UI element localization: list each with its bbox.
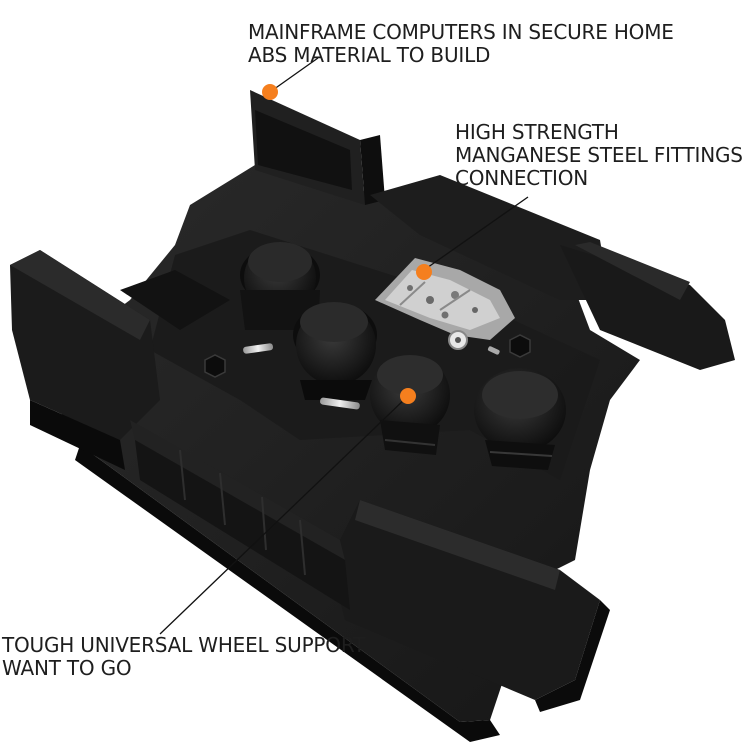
caption-universal-wheel: TOUGH UNIVERSAL WHEEL SUPPORT WANT TO GO: [2, 634, 365, 680]
marker-dot: [262, 84, 278, 100]
caption-line: ABS MATERIAL TO BUILD: [248, 43, 491, 67]
caption-line: WANT TO GO: [2, 656, 132, 680]
caption-abs-material: MAINFRAME COMPUTERS IN SECURE HOME ABS M…: [248, 21, 674, 67]
marker-dot: [416, 264, 432, 280]
caster-pins: [243, 343, 360, 410]
left-rail: [10, 250, 160, 470]
caster-wheel: [370, 355, 450, 455]
caster-wheel: [293, 302, 377, 400]
caster-wheel: [474, 368, 566, 470]
caption-steel-fittings: HIGH STRENGTH MANGANESE STEEL FITTINGS C…: [455, 121, 743, 190]
rear-right-rail: [370, 175, 735, 370]
marker-dot: [400, 388, 416, 404]
callout-leader-lines: [159, 57, 529, 635]
screw-pile: [375, 258, 515, 355]
front-ridges: [130, 420, 350, 610]
front-right-rail: [330, 500, 610, 712]
rear-left-rail: [250, 90, 385, 205]
caption-line: HIGH STRENGTH: [455, 120, 619, 144]
caption-line: MAINFRAME COMPUTERS IN SECURE HOME: [248, 20, 674, 44]
hex-recesses: [204, 334, 531, 378]
caption-line: CONNECTION: [455, 166, 589, 190]
caption-line: TOUGH UNIVERSAL WHEEL SUPPORT: [2, 633, 366, 657]
caption-line: MANGANESE STEEL FITTINGS: [455, 143, 743, 167]
callout-markers: [262, 84, 432, 404]
caster-wheel: [240, 242, 320, 330]
